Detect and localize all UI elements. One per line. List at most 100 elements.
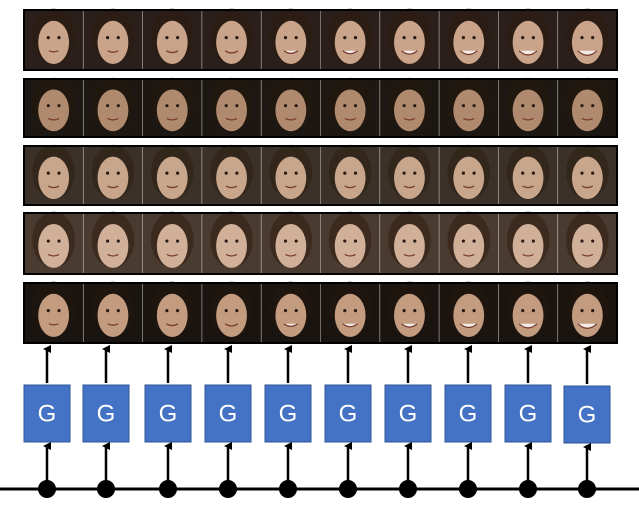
generator-block: G [444,384,492,443]
eye [343,171,347,175]
face-shape [453,156,485,200]
eye [224,104,228,108]
eye [591,171,595,175]
mouth [518,323,538,329]
latent-node [159,480,177,498]
eye [57,36,61,40]
eye [283,171,288,175]
latent-node [38,480,56,498]
face-image [24,211,84,274]
eye [591,36,595,40]
eye [472,36,476,40]
generator-label: G [97,401,116,428]
face-image [260,8,321,70]
generator-block: G [384,384,432,443]
face-shape [38,223,70,268]
face-image [82,8,143,70]
generator-box [504,384,552,443]
face-shape [216,223,247,268]
face-shape [156,89,188,132]
mouth [581,253,594,257]
face-shape [275,293,307,337]
face-shape [216,89,247,132]
face-image [557,77,617,137]
generator-block: G [504,384,552,443]
face-shape [275,89,307,132]
eye [106,171,110,175]
mouth [225,117,238,121]
face-shape [571,293,603,337]
face-image [497,8,558,70]
eye [57,104,61,108]
eye [472,104,476,108]
eye [224,309,228,313]
eye [165,239,169,243]
mouth [462,117,475,121]
eye [106,104,110,108]
eye [580,36,584,40]
mouth [225,185,238,189]
eye [343,104,347,108]
eye [235,36,239,40]
face-shape [334,223,366,268]
generator-label: G [399,401,418,428]
face-shape [571,89,603,132]
mouth [47,253,60,257]
face-shape [97,223,129,268]
face-shape [275,156,307,200]
face-shape [394,293,425,337]
mouth [107,185,119,189]
output-arrows [43,345,591,384]
eye [580,309,584,313]
generator-box [324,384,372,443]
mouth [166,117,179,121]
mouth [47,117,60,121]
mouth [47,185,60,189]
face-shape [275,20,307,64]
generator-box [82,384,130,443]
latent-node [399,480,417,498]
face-image [497,281,558,343]
eye [175,36,180,40]
face-image [24,144,84,205]
eye [235,309,239,313]
face-shape [394,223,425,268]
face-shape [97,293,129,337]
face-shape [394,156,425,200]
eye [294,171,298,175]
face-shape [156,223,188,268]
generator-box [144,384,192,443]
face-image [142,144,202,205]
eye [353,309,358,313]
face-shape [38,20,70,64]
eye [175,104,180,108]
face-image [438,281,499,343]
face-image [201,8,262,70]
face-strip-1 [23,8,618,71]
eye [521,239,525,243]
generator-box [23,384,71,443]
mouth [403,253,416,257]
face-shape [453,293,485,337]
mouth [577,50,598,56]
face-image [557,211,617,274]
mouth [342,323,358,328]
eye [116,36,120,40]
eye [116,309,120,313]
eye [46,239,50,243]
eye [343,309,347,313]
face-image [24,8,84,70]
mouth [225,253,238,257]
face-image [320,8,380,70]
eye [402,309,406,313]
face-shape [512,223,544,268]
face-image [438,144,499,205]
face-image [497,144,558,205]
face-shape [453,223,485,268]
generator-label: G [519,401,538,428]
face-shape [334,156,366,200]
eye [235,239,239,243]
face-shape [334,20,366,64]
eye [224,171,228,175]
